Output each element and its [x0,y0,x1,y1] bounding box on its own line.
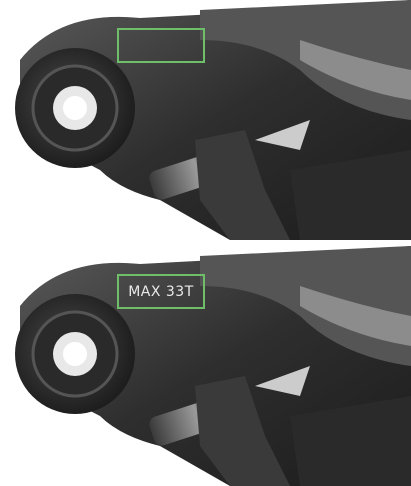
highlight-box-empty [117,28,205,63]
max-cog-marking: MAX 33T [128,283,194,300]
derailleur-hanger-render [15,246,411,486]
bolt-tip [255,120,310,150]
highlight-box-marking: MAX 33T [117,274,205,309]
lower-right [290,150,411,240]
derailleur-hanger-render [15,0,411,240]
upper-highlight [300,40,411,100]
bottom-panel: MAX 33T [0,246,411,486]
top-panel [0,0,411,240]
clamp-block [195,130,290,240]
pivot-hole [63,96,87,120]
